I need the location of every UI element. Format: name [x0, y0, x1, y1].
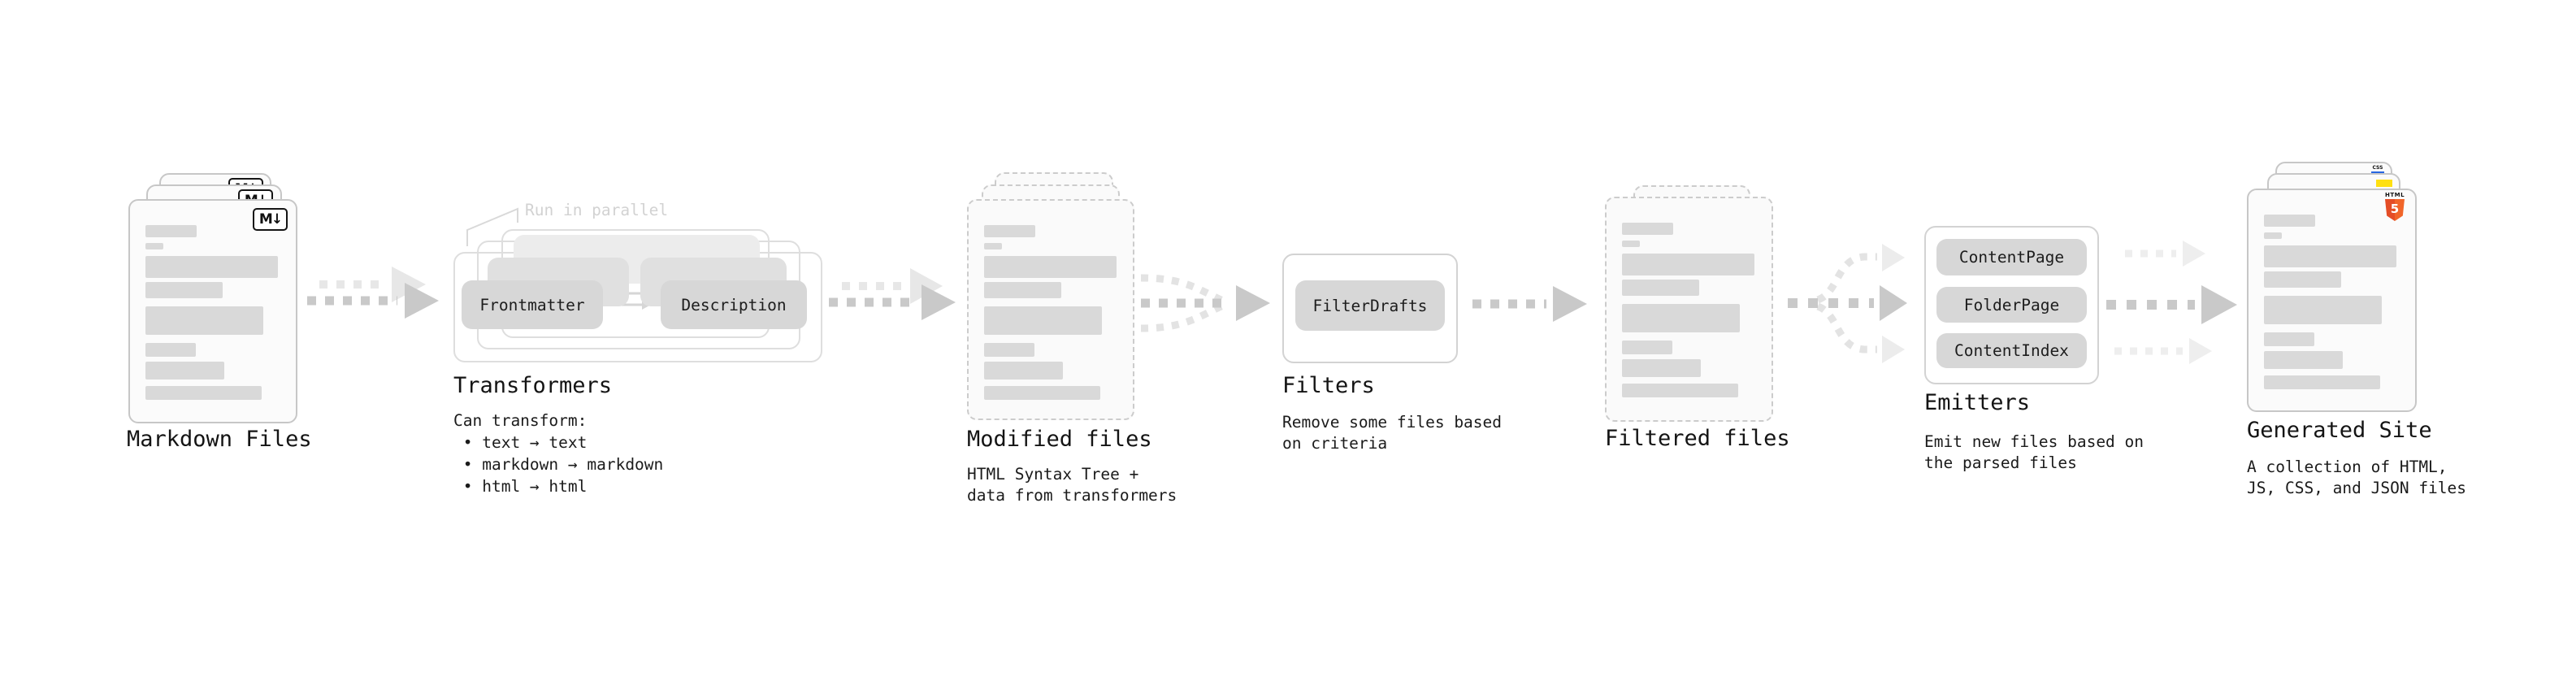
- transformer-pill-frontmatter: Frontmatter: [462, 280, 603, 329]
- arrow-emitters-to-generated: [2106, 241, 2237, 364]
- filtered-file-card: [1605, 197, 1773, 422]
- filtered-files-title: Filtered files: [1605, 426, 1790, 451]
- emitter-pill-contentpage: ContentPage: [1936, 239, 2087, 275]
- filter-pill-filterdrafts: FilterDrafts: [1295, 280, 1445, 331]
- markdown-files-title: Markdown Files: [127, 427, 312, 452]
- caption-line: Emit new files based on: [1924, 432, 2144, 451]
- arrow-modified-to-filters: [1140, 274, 1270, 332]
- html5-icon: HTML 5: [2383, 192, 2406, 221]
- css-icon: CSS: [2371, 166, 2384, 174]
- css-icon-bar: [2371, 171, 2384, 174]
- transformer-pill-description: Description: [661, 280, 807, 329]
- caption-line: data from transformers: [967, 486, 1177, 505]
- transformers-title: Transformers: [453, 373, 613, 398]
- filters-caption: Remove some files based on criteria: [1282, 412, 1502, 454]
- transformers-caption: Can transform: • text → text • markdown …: [453, 410, 663, 497]
- arrow-markdown-to-transformers: [307, 267, 439, 319]
- caption-line: the parsed files: [1924, 453, 2077, 472]
- caption-line: • html → html: [453, 477, 588, 496]
- run-in-parallel-label: Run in parallel: [525, 201, 669, 219]
- caption-line: Can transform:: [453, 411, 588, 430]
- caption-line: JS, CSS, and JSON files: [2247, 479, 2467, 497]
- emitters-title: Emitters: [1924, 390, 2031, 415]
- emitters-caption: Emit new files based on the parsed files: [1924, 432, 2144, 474]
- generated-file-card: HTML 5: [2247, 189, 2417, 412]
- filters-box: FilterDrafts: [1282, 254, 1458, 363]
- caption-line: • markdown → markdown: [453, 455, 664, 474]
- modified-files-caption: HTML Syntax Tree + data from transformer…: [967, 464, 1177, 506]
- emitter-pill-contentindex: ContentIndex: [1936, 333, 2087, 368]
- filters-title: Filters: [1282, 373, 1375, 398]
- arrow-transformers-to-modified: [829, 268, 956, 320]
- modified-file-card: [967, 199, 1134, 420]
- caption-line: Remove some files based: [1282, 413, 1503, 432]
- file-content-bars: [1607, 198, 1772, 420]
- caption-line: • text → text: [453, 433, 588, 452]
- file-content-bars: [130, 201, 296, 422]
- arrow-filtered-to-emitters: [1788, 244, 1907, 363]
- generated-site-title: Generated Site: [2247, 418, 2432, 443]
- file-content-bars: [2249, 190, 2415, 410]
- js-icon: [2376, 180, 2392, 187]
- generated-site-caption: A collection of HTML, JS, CSS, and JSON …: [2247, 457, 2466, 499]
- html5-icon-digit: 5: [2390, 202, 2400, 216]
- arrow-filters-to-filtered: [1472, 286, 1587, 322]
- modified-files-title: Modified files: [967, 427, 1152, 452]
- html5-icon-label: HTML: [2384, 192, 2405, 198]
- run-in-parallel-leader-line: [466, 207, 518, 246]
- emitters-box: ContentPage FolderPage ContentIndex: [1924, 226, 2099, 384]
- caption-line: HTML Syntax Tree +: [967, 465, 1139, 484]
- css-icon-label: CSS: [2372, 165, 2383, 171]
- caption-line: on criteria: [1282, 434, 1388, 453]
- file-content-bars: [969, 201, 1133, 419]
- markdown-file-card: M↓: [128, 199, 297, 423]
- emitter-pill-folderpage: FolderPage: [1936, 287, 2087, 323]
- markdown-icon: M↓: [253, 208, 288, 231]
- caption-line: A collection of HTML,: [2247, 458, 2448, 476]
